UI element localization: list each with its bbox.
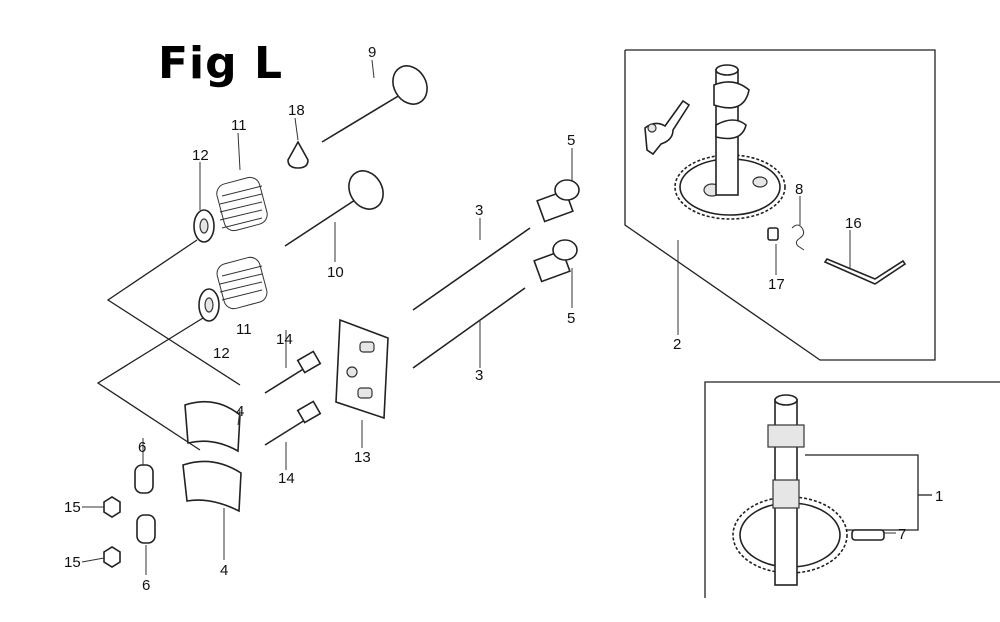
camshaft bbox=[713, 64, 750, 196]
label-16: 16 bbox=[845, 215, 862, 232]
push-rod-lower bbox=[412, 287, 526, 369]
label-18: 18 bbox=[288, 102, 305, 119]
label-9: 9 bbox=[368, 44, 376, 61]
adjusting-bolt-upper bbox=[264, 350, 322, 394]
return-spring bbox=[791, 224, 805, 251]
label-15-lower: 15 bbox=[64, 554, 81, 571]
label-6-upper: 6 bbox=[138, 439, 146, 456]
pivot-nut-upper bbox=[103, 496, 121, 518]
label-3-lower: 3 bbox=[475, 367, 483, 384]
label-3-upper: 3 bbox=[475, 202, 483, 219]
rocker-pivot-upper bbox=[134, 464, 154, 494]
label-11-upper: 11 bbox=[231, 117, 247, 134]
label-6-lower: 6 bbox=[142, 577, 150, 594]
wire-rod bbox=[823, 258, 907, 285]
rocker-arm-lower bbox=[182, 460, 242, 513]
crankshaft-box bbox=[704, 381, 1000, 598]
valve-stem-seal bbox=[287, 140, 309, 169]
label-8: 8 bbox=[795, 181, 803, 198]
pin bbox=[767, 227, 779, 241]
push-rod-guide-plate bbox=[335, 318, 389, 420]
valve-retainer-upper bbox=[193, 209, 215, 243]
label-13: 13 bbox=[354, 449, 371, 466]
label-15-upper: 15 bbox=[64, 499, 81, 516]
label-2: 2 bbox=[673, 336, 681, 353]
intake-valve bbox=[284, 170, 384, 247]
label-10: 10 bbox=[327, 264, 344, 281]
label-14-lower: 14 bbox=[278, 470, 295, 487]
valve-retainer-lower bbox=[198, 288, 220, 322]
tappet-lower bbox=[533, 239, 578, 283]
push-rod-upper bbox=[412, 227, 531, 311]
label-17: 17 bbox=[768, 276, 785, 293]
rocker-arm-upper bbox=[184, 400, 241, 453]
label-12-upper: 12 bbox=[192, 147, 209, 164]
exhaust-valve bbox=[321, 65, 428, 143]
label-4-upper: 4 bbox=[236, 403, 244, 420]
label-14-upper: 14 bbox=[276, 331, 293, 348]
adjusting-bolt-lower bbox=[264, 400, 322, 446]
camshaft-assembly-box bbox=[624, 49, 936, 361]
decompressor-weight bbox=[644, 99, 691, 156]
crank-pin-bolt bbox=[851, 529, 885, 541]
figure-title: Fig L bbox=[158, 38, 283, 89]
label-4-lower: 4 bbox=[220, 562, 228, 579]
tappet-upper bbox=[536, 179, 580, 223]
valve-spring-upper bbox=[216, 176, 268, 232]
label-7: 7 bbox=[898, 526, 906, 543]
label-12-lower: 12 bbox=[213, 345, 230, 362]
label-11-lower: 11 bbox=[236, 321, 252, 338]
pivot-nut-lower bbox=[103, 546, 121, 568]
valve-spring-lower bbox=[216, 256, 268, 310]
label-5-upper: 5 bbox=[567, 132, 575, 149]
label-5-lower: 5 bbox=[567, 310, 575, 327]
crankshaft bbox=[767, 394, 805, 586]
leader-lines bbox=[81, 59, 896, 575]
rocker-pivot-lower bbox=[136, 514, 156, 544]
label-1: 1 bbox=[935, 488, 943, 505]
